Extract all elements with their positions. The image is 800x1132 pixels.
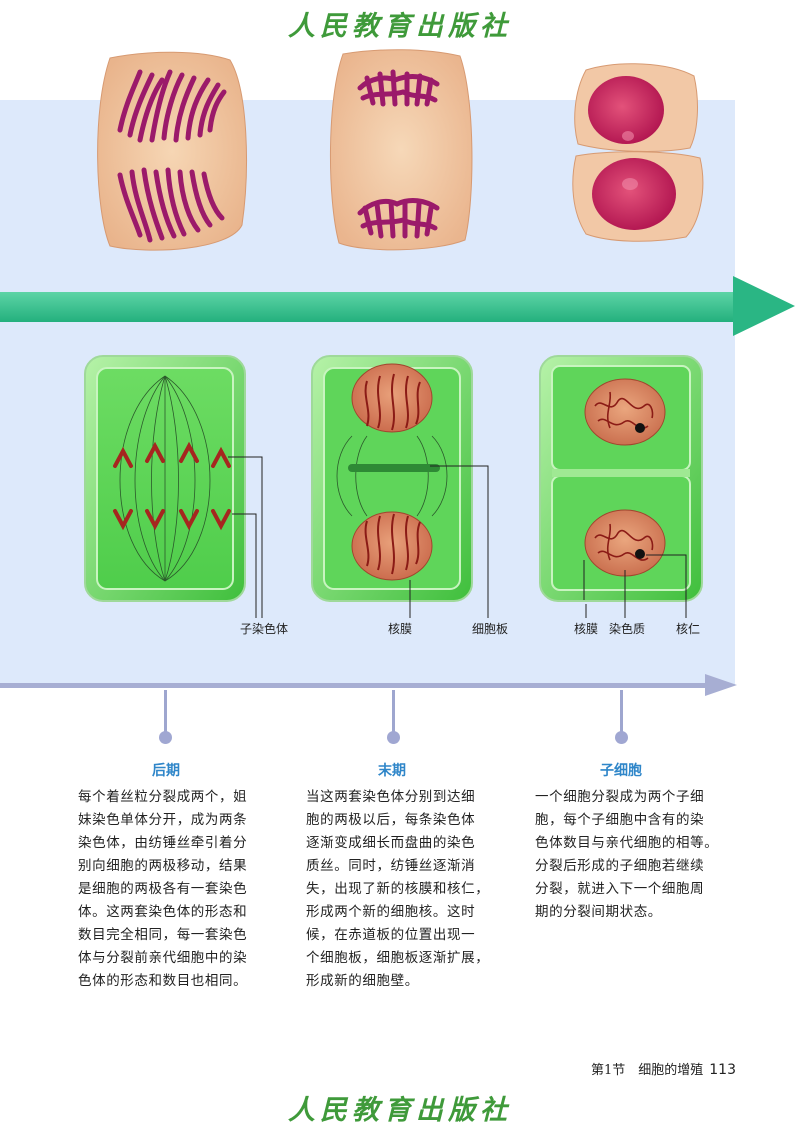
- phase-text-daughter-cells: 一个细胞分裂成为两个子细 胞，每个子细胞中含有的染 色体数目与亲代细胞的相等。 …: [535, 786, 735, 924]
- text-line: 别向细胞的两极移动，结果: [78, 855, 278, 878]
- timeline-stem-daughter: [620, 690, 623, 734]
- label-nuclear-membrane-daughter: 核膜: [574, 620, 598, 637]
- text-line: 色体的形态和数目也相同。: [78, 970, 278, 993]
- label-cell-plate: 细胞板: [472, 620, 508, 637]
- phase-title-daughter-cells: 子细胞: [561, 760, 681, 780]
- phase-title-telophase: 末期: [332, 760, 452, 780]
- text-line: 胞，每个子细胞中含有的染: [535, 809, 735, 832]
- text-line: 分裂后形成的子细胞若继续: [535, 855, 735, 878]
- phase-text-anaphase: 每个着丝粒分裂成两个，姐 妹染色单体分开，成为两条 染色体，由纺锤丝牵引着分 别…: [78, 786, 278, 993]
- text-line: 当这两套染色体分别到达细: [306, 786, 506, 809]
- text-line: 数目完全相同，每一套染色: [78, 924, 278, 947]
- text-line: 形成新的细胞壁。: [306, 970, 506, 993]
- label-chromatin: 染色质: [609, 620, 645, 637]
- text-line: 色体数目与亲代细胞的相等。: [535, 832, 735, 855]
- text-line: 期的分裂间期状态。: [535, 901, 735, 924]
- publisher-watermark-bottom: 人民教育出版社: [0, 1088, 800, 1127]
- text-line: 体。这两套染色体的形态和: [78, 901, 278, 924]
- label-daughter-chromosome: 子染色体: [240, 620, 288, 637]
- page-number: 113: [709, 1062, 736, 1078]
- text-line: 妹染色单体分开，成为两条: [78, 809, 278, 832]
- section-title: 第1节 细胞的增殖: [591, 1063, 703, 1078]
- text-line: 一个细胞分裂成为两个子细: [535, 786, 735, 809]
- text-line: 形成两个新的细胞核。这时: [306, 901, 506, 924]
- text-line: 个细胞板，细胞板逐渐扩展，: [306, 947, 506, 970]
- text-line: 质丝。同时，纺锤丝逐渐消: [306, 855, 506, 878]
- text-line: 逐渐变成细长而盘曲的染色: [306, 832, 506, 855]
- phase-text-telophase: 当这两套染色体分别到达细 胞的两极以后，每条染色体 逐渐变成细长而盘曲的染色 质…: [306, 786, 506, 993]
- label-nuclear-membrane-telophase: 核膜: [388, 620, 412, 637]
- text-line: 是细胞的两极各有一套染色: [78, 878, 278, 901]
- text-line: 体与分裂前亲代细胞中的染: [78, 947, 278, 970]
- timeline-marker-telophase: [387, 731, 400, 744]
- page-footer: 第1节 细胞的增殖 113: [591, 1059, 736, 1078]
- text-line: 染色体，由纺锤丝牵引着分: [78, 832, 278, 855]
- text-line: 胞的两极以后，每条染色体: [306, 809, 506, 832]
- timeline-arrow-head: [705, 674, 737, 696]
- timeline-stem-anaphase: [164, 690, 167, 734]
- text-line: 候，在赤道板的位置出现一: [306, 924, 506, 947]
- timeline-bar: [0, 683, 710, 688]
- text-line: 每个着丝粒分裂成两个，姐: [78, 786, 278, 809]
- text-line: 失，出现了新的核膜和核仁，: [306, 878, 506, 901]
- timeline-marker-daughter: [615, 731, 628, 744]
- timeline-stem-telophase: [392, 690, 395, 734]
- text-line: 分裂，就进入下一个细胞周: [535, 878, 735, 901]
- phase-title-anaphase: 后期: [106, 760, 226, 780]
- timeline-marker-anaphase: [159, 731, 172, 744]
- label-nucleolus: 核仁: [676, 620, 700, 637]
